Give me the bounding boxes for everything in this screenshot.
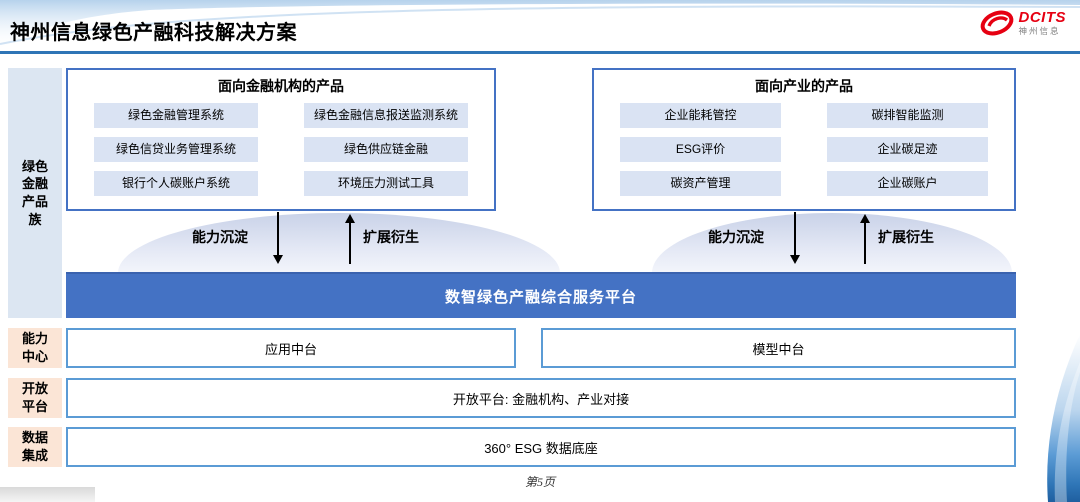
company-logo: DCITS 神州信息 (979, 9, 1067, 37)
esg-data-base-box: 360° ESG 数据底座 (66, 427, 1016, 467)
dcits-swirl-icon (980, 10, 1013, 36)
rail-label-data-integration: 数据集成 (8, 427, 62, 467)
app-middle-platform-label: 应用中台 (264, 341, 317, 357)
open-platform-box: 开放平台: 金融机构、产业对接 (66, 378, 1016, 418)
product-chip: 碳资产管理 (620, 171, 781, 196)
product-chip: 银行个人碳账户系统 (94, 171, 258, 196)
up-arrow-icon (345, 214, 355, 264)
right-capability-label: 能力沉淀 (708, 229, 764, 245)
header-divider (0, 51, 1080, 54)
up-arrow-icon (860, 214, 870, 264)
product-chip: 企业碳足迹 (827, 137, 988, 162)
product-chip: 企业碳账户 (827, 171, 988, 196)
product-chip: 绿色信贷业务管理系统 (94, 137, 258, 162)
industry-products-box: 面向产业的产品 企业能耗管控 碳排智能监测 ESG评价 企业碳足迹 碳资产管理 … (592, 68, 1016, 211)
model-middle-platform-box: 模型中台 (541, 328, 1016, 368)
page-title: 神州信息绿色产融科技解决方案 (10, 22, 297, 44)
product-chip: 绿色供应链金融 (304, 137, 468, 162)
product-chip: ESG评价 (620, 137, 781, 162)
platform-bar-label: 数智绿色产融综合服务平台 (444, 288, 637, 306)
right-dome-decoration (652, 213, 1012, 273)
esg-data-base-label: 360° ESG 数据底座 (484, 440, 598, 456)
left-capability-label: 能力沉淀 (192, 229, 248, 245)
rail-label-capability-center: 能力中心 (8, 328, 62, 368)
open-platform-label: 开放平台: 金融机构、产业对接 (452, 391, 630, 407)
finance-products-box: 面向金融机构的产品 绿色金融管理系统 绿色金融信息报送监测系统 绿色信贷业务管理… (66, 68, 496, 211)
industry-chip-grid: 企业能耗管控 碳排智能监测 ESG评价 企业碳足迹 碳资产管理 企业碳账户 (594, 101, 1014, 196)
finance-chip-grid: 绿色金融管理系统 绿色金融信息报送监测系统 绿色信贷业务管理系统 绿色供应链金融… (68, 101, 494, 196)
product-chip: 企业能耗管控 (620, 103, 781, 128)
page-number: 第5页 (524, 475, 555, 489)
logo-subbrand-text: 神州信息 (1018, 26, 1061, 37)
product-chip: 绿色金融管理系统 (94, 103, 258, 128)
rail-label-text: 数据集成 (22, 430, 49, 463)
product-chip: 碳排智能监测 (827, 103, 988, 128)
rail-label-text: 绿色金融产品族 (22, 158, 49, 227)
industry-box-title: 面向产业的产品 (755, 78, 853, 94)
down-arrow-icon (273, 212, 283, 264)
corner-swoosh-decoration (1047, 334, 1080, 502)
right-extend-label: 扩展衍生 (878, 229, 934, 245)
finance-box-title: 面向金融机构的产品 (218, 78, 344, 94)
rail-label-product-family: 绿色金融产品族 (8, 68, 62, 318)
rail-label-text: 开放平台 (22, 381, 49, 414)
product-chip: 环境压力测试工具 (304, 171, 468, 196)
down-arrow-icon (790, 212, 800, 264)
rail-label-open-platform: 开放平台 (8, 378, 62, 418)
left-dome-decoration (118, 213, 560, 273)
product-chip: 绿色金融信息报送监测系统 (304, 103, 468, 128)
bottom-left-decoration (0, 487, 95, 502)
platform-bar: 数智绿色产融综合服务平台 (66, 272, 1016, 318)
model-middle-platform-label: 模型中台 (752, 341, 805, 357)
rail-label-text: 能力中心 (22, 331, 49, 364)
app-middle-platform-box: 应用中台 (66, 328, 516, 368)
logo-brand-text: DCITS (1018, 9, 1066, 27)
left-extend-label: 扩展衍生 (363, 229, 419, 245)
logo-text: DCITS 神州信息 (1019, 10, 1067, 36)
header-swoosh-decoration (0, 0, 1080, 50)
